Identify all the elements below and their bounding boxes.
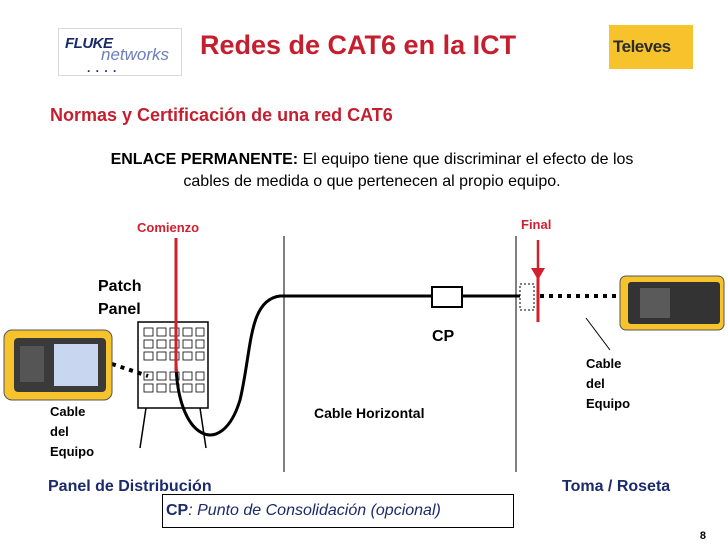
networks-logo-text: networks [101,45,170,64]
right-cable-label-2: del [586,376,605,391]
final-arrow-head [531,268,545,280]
cp-note-bold: CP [166,502,189,519]
left-tester-device [3,329,113,401]
left-cable-label-2: del [50,424,69,439]
slide-title: Redes de CAT6 en la ICT [200,30,517,60]
outlet-icon [519,283,535,311]
toma-roseta-label: Toma / Roseta [562,478,671,495]
cp-box [431,286,463,308]
comienzo-label: Comienzo [137,220,200,235]
cp-note: CP: Punto de Consolidación (opcional) [166,502,441,520]
right-cable-label-1: Cable [586,356,622,371]
cp-note-box [162,494,514,528]
final-label: Final [521,217,552,232]
right-tester-device [619,275,725,331]
slide-subtitle: Normas y Certificación de una red CAT6 [50,105,393,125]
left-cable-label-1: Cable [50,404,86,419]
fluke-logo-dots: . . . . [87,61,118,75]
right-cable-pointer [585,317,611,351]
panel-distribucion-label: Panel de Distribución [48,478,212,495]
left-cable-label-3: Equipo [50,444,95,459]
patch-panel-label-2: Panel [98,301,141,318]
enlace-permanente-paragraph: ENLACE PERMANENTE: El equipo tiene que d… [96,149,648,193]
right-cable-label-3: Equipo [586,396,631,411]
enlace-label: ENLACE PERMANENTE: [110,151,299,168]
televes-logo-text: Televes [613,37,671,56]
cable-horizontal-label: Cable Horizontal [314,405,425,421]
fluke-networks-logo: FLUKE networks . . . . [58,28,182,76]
televes-logo: Televes [609,25,693,69]
cp-label: CP [432,328,455,345]
page-number: 8 [699,530,706,542]
fluke-logo-text: FLUKE [65,35,113,52]
left-equipment-cord [111,362,149,378]
cp-note-text: : Punto de Consolidación (opcional) [188,502,441,519]
patch-panel-rack [137,321,209,449]
patch-panel-label-1: Patch [98,278,142,295]
enlace-text: El equipo tiene que discriminar el efect… [183,151,634,190]
horizontal-cable [174,294,432,437]
